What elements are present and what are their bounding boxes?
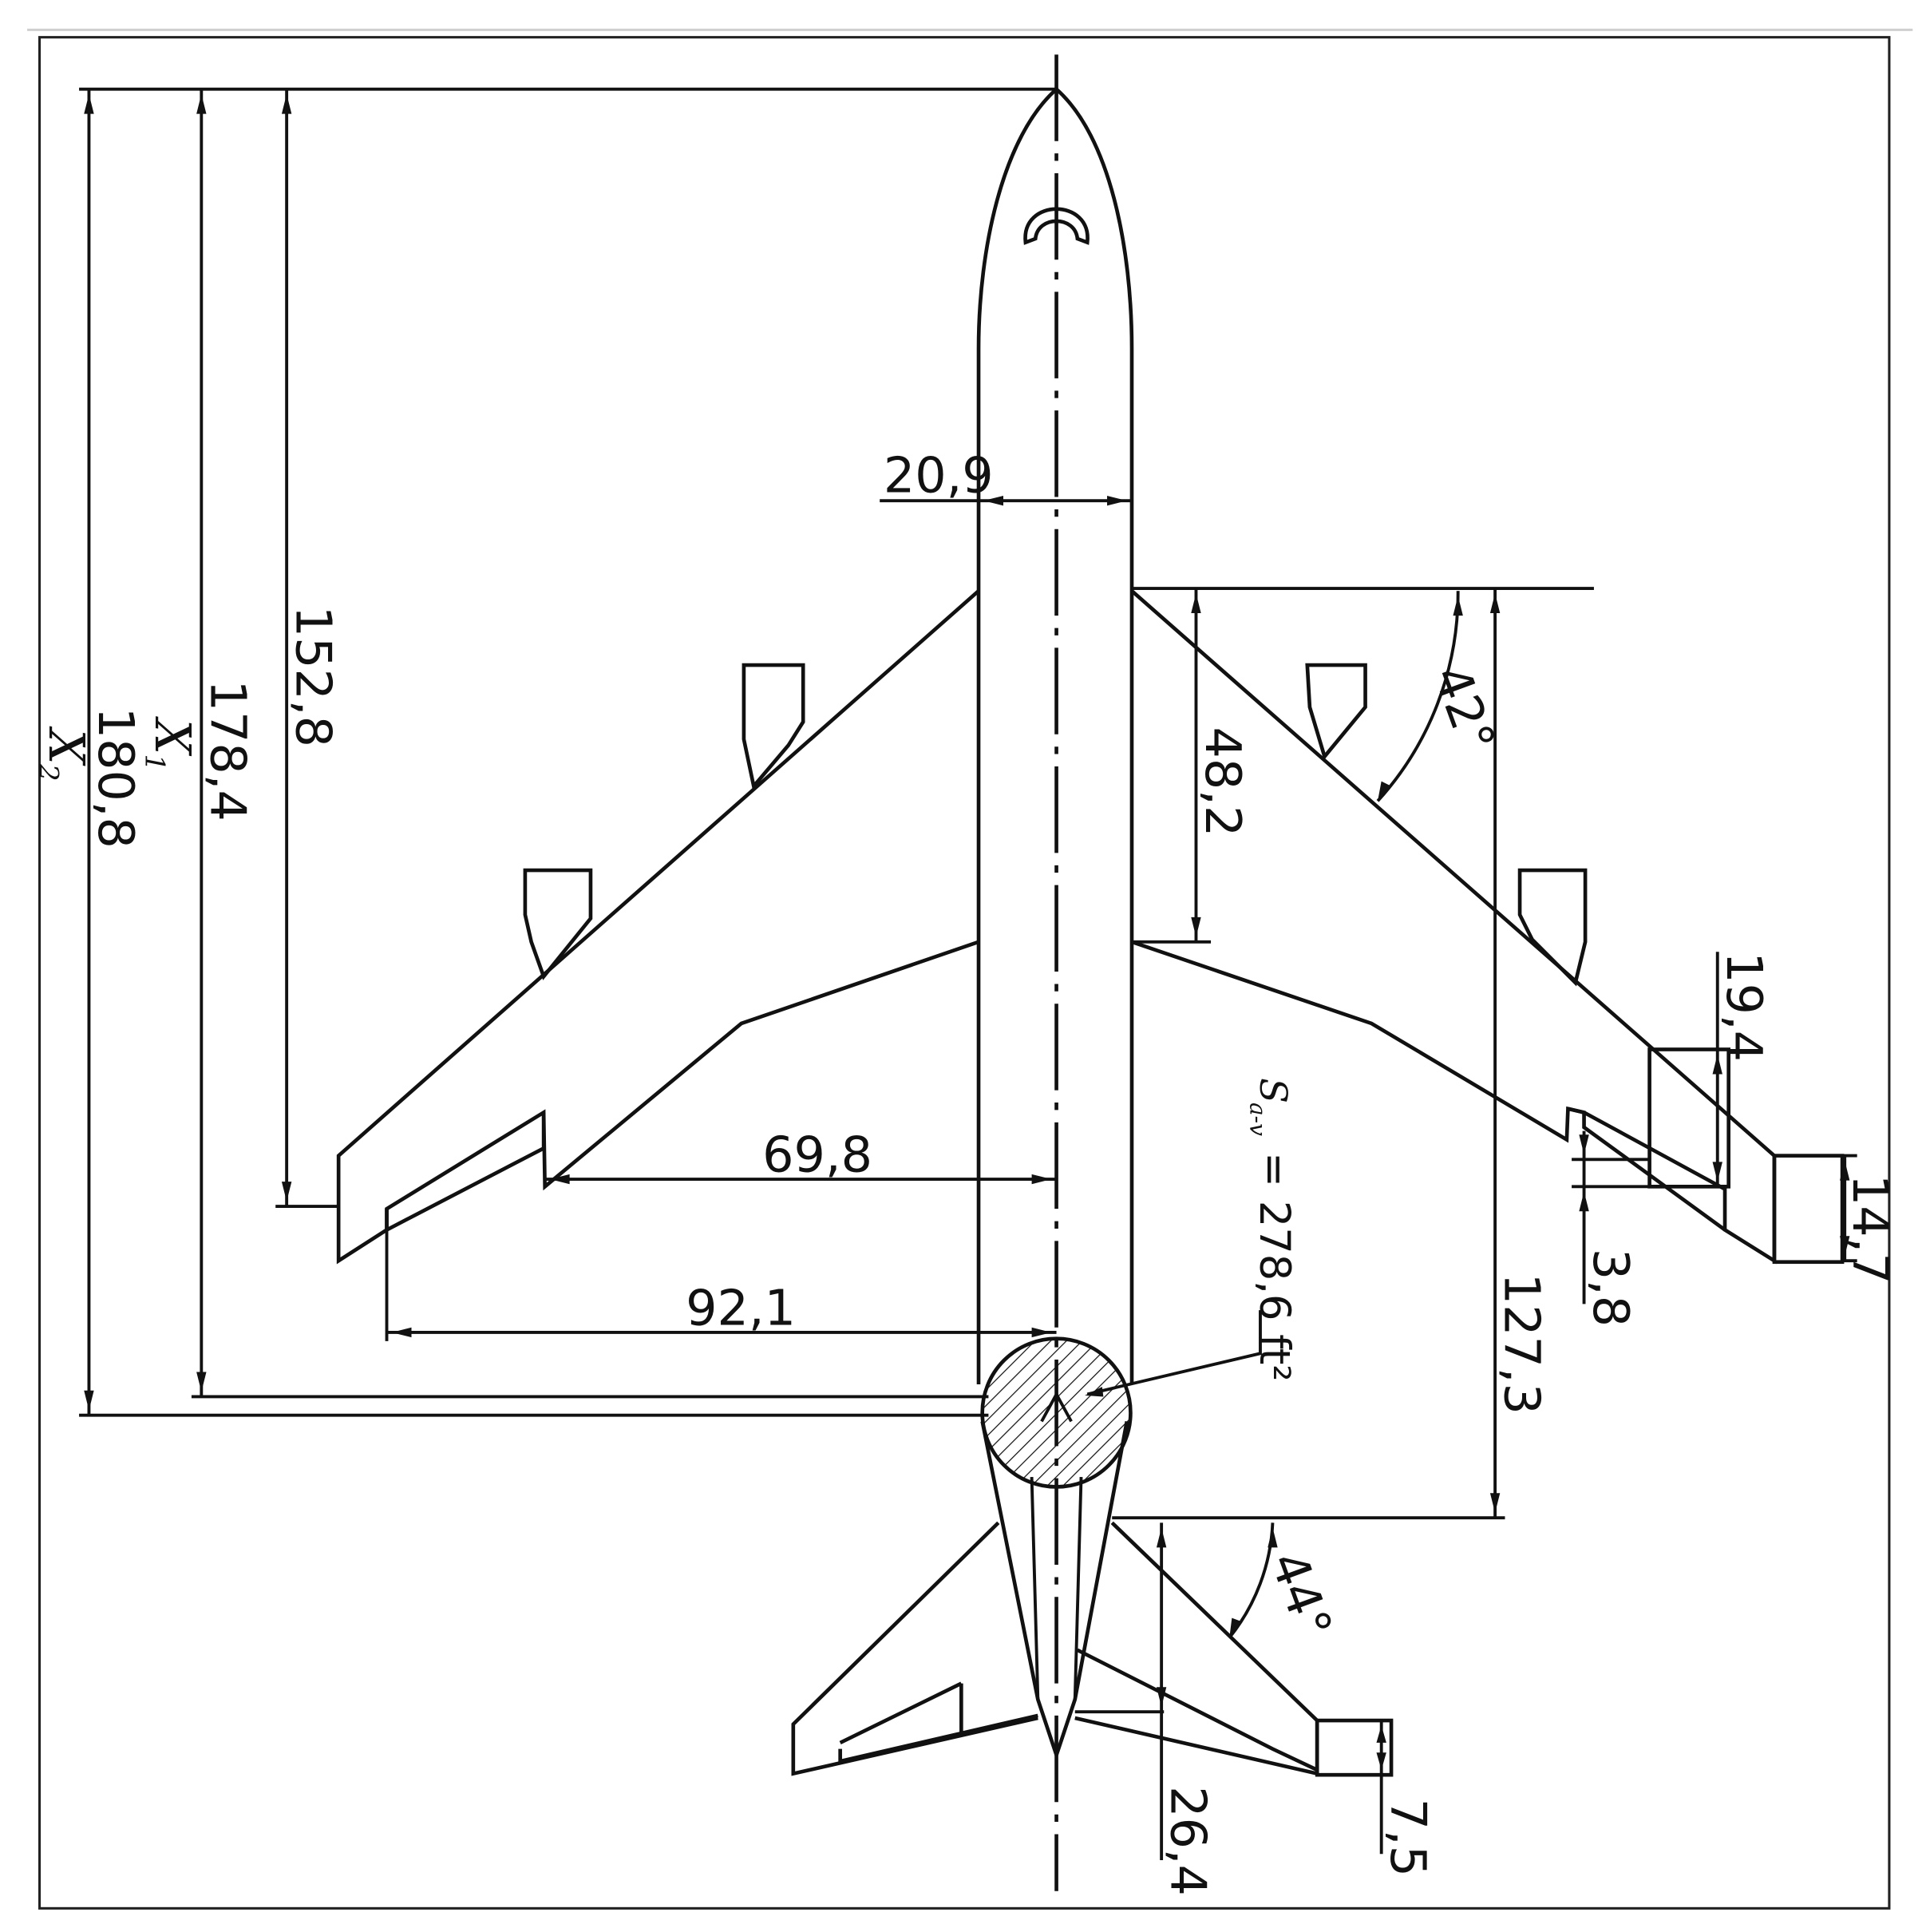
label-area-symbol: S [1252, 1078, 1295, 1103]
dim-20-9 [880, 495, 1132, 506]
dim-14-7 [1839, 1154, 1857, 1263]
label-x1-sub: 1 [139, 754, 171, 772]
right-stabilizer [1074, 1521, 1394, 1777]
label-tail-sweep: 44° [1259, 1544, 1343, 1646]
label-wing-root-to-tip-le: 152,8 [285, 606, 342, 747]
cockpit-window [1023, 207, 1090, 245]
dim-3-8 [1572, 1130, 1650, 1304]
label-wing-to-tail: 127,3 [1493, 1273, 1550, 1415]
label-aileron-chord: 19,4 [1715, 952, 1773, 1062]
dim-x2 [79, 87, 1057, 1417]
dim-19-4 [1649, 952, 1728, 1189]
dim-48-2 [1131, 587, 1594, 944]
label-wing-sweep: 42° [1422, 658, 1506, 760]
left-wing [336, 589, 980, 1265]
dim-26-4 [1156, 1522, 1167, 1860]
label-area-value: = 278,6 ft² [1250, 1152, 1299, 1382]
label-x2-value: 180,8 [87, 707, 144, 849]
label-x2-sub: 2 [33, 763, 65, 782]
cross-section-hatch [980, 1336, 1133, 1489]
label-tail-tip-chord: 7,5 [1379, 1799, 1437, 1877]
label-area-sub: a-v [1245, 1103, 1272, 1136]
dim-69-8 [544, 1174, 1057, 1185]
dim-152-8 [275, 89, 339, 1209]
left-stabilizer [791, 1521, 1038, 1776]
label-x1-symbol: X [144, 716, 201, 757]
label-x1-value: 178,4 [200, 680, 257, 821]
dim-92-1 [385, 1229, 1057, 1341]
area-leader [1085, 1310, 1262, 1397]
label-flap-span-inner: 69,8 [762, 1126, 872, 1184]
label-wing-root-chord: 48,2 [1194, 726, 1252, 837]
label-flap-span-outer: 92,1 [686, 1280, 796, 1337]
label-fuselage-width: 20,9 [884, 446, 994, 504]
dim-127-3 [1112, 588, 1505, 1520]
label-tail-root-chord: 26,4 [1160, 1786, 1217, 1896]
dim-x1 [191, 89, 989, 1399]
drawing-frame [38, 36, 1891, 1910]
tail-cone-detail [1030, 1391, 1083, 1700]
label-x2-symbol: X [38, 726, 95, 767]
dim-sweep-42 [1376, 591, 1463, 802]
label-wing-tip-chord: 14,7 [1841, 1174, 1899, 1285]
dim-sweep-44 [1228, 1522, 1278, 1639]
dim-7-5 [1369, 1719, 1392, 1855]
label-flap-chord: 3,8 [1582, 1249, 1639, 1327]
